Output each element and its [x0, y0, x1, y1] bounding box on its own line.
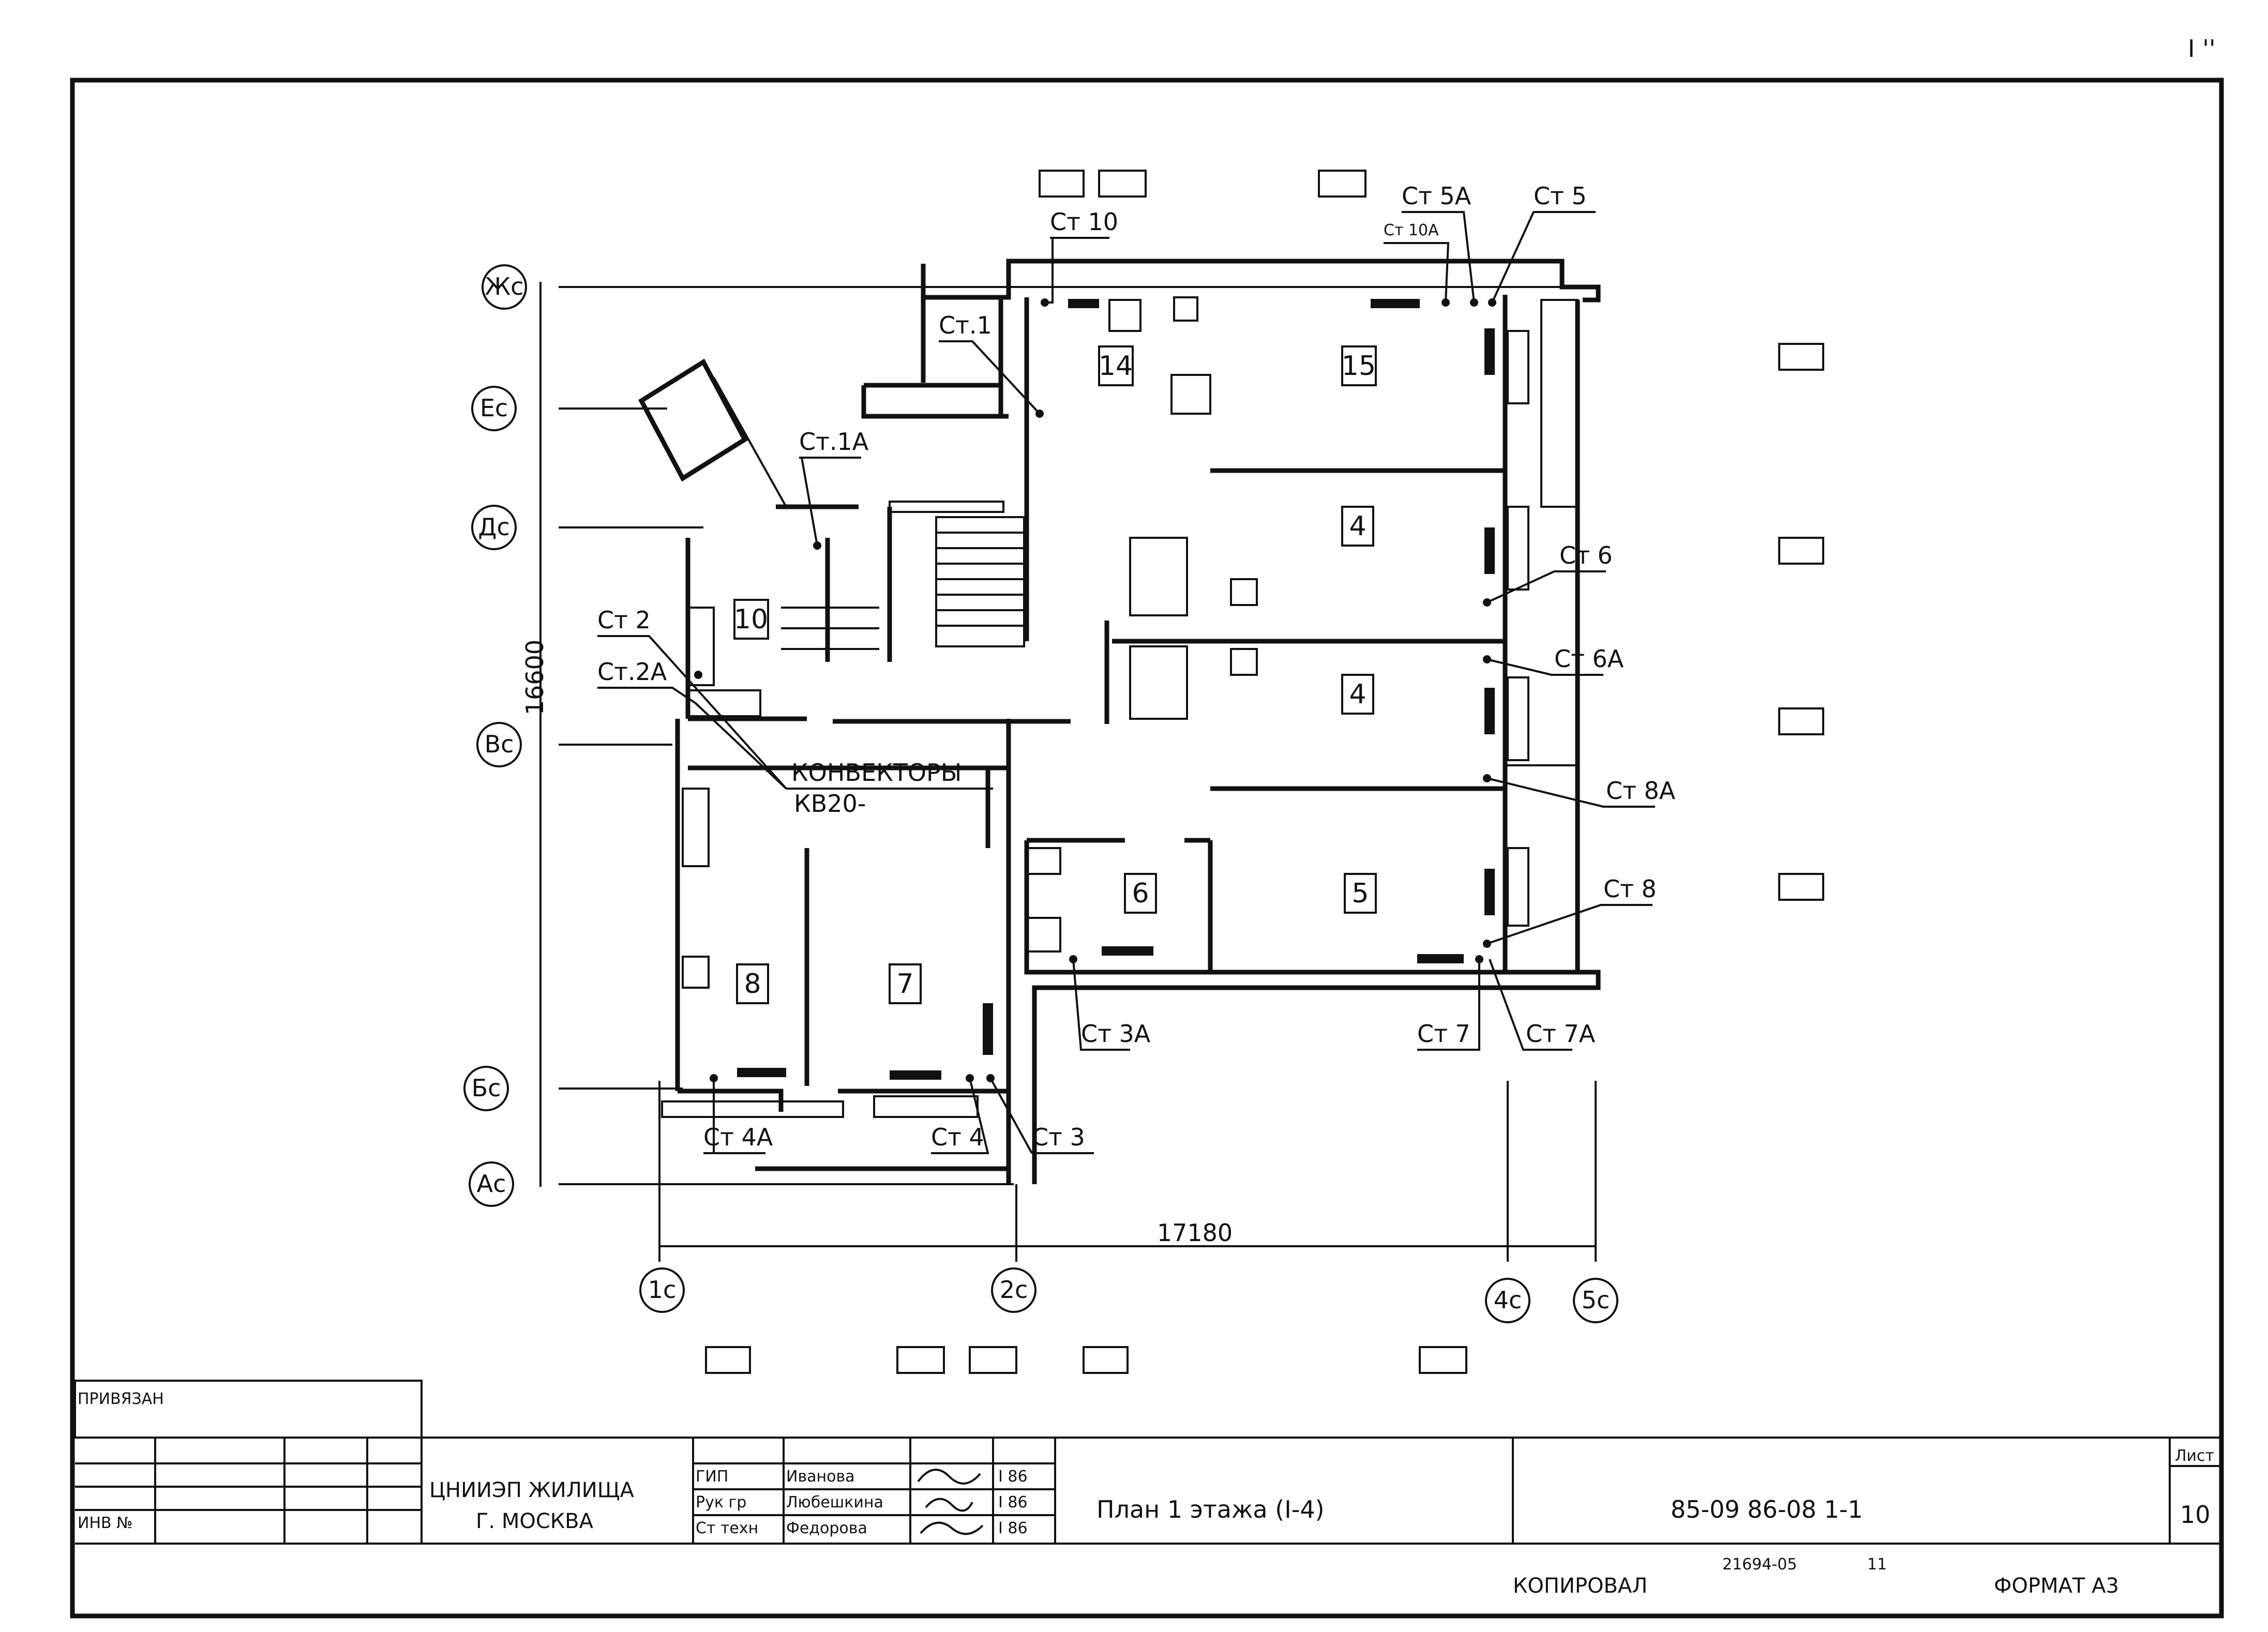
convectors-note-line1: КОНВЕКТОРЫ [791, 759, 962, 787]
axis-col-5: 5с [1582, 1286, 1610, 1314]
riser-st10a: Ст 10А [1384, 221, 1439, 239]
riser-st1: Ст.1 [939, 311, 992, 339]
room-labels: 14 15 10 4 4 6 5 8 7 [733, 345, 1377, 1004]
signature-2 [925, 1498, 973, 1512]
riser-st8a: Ст 8А [1606, 777, 1676, 805]
organization-name: ЦНИИЭП ЖИЛИЩА [429, 1478, 634, 1502]
room-6: 6 [1132, 878, 1149, 909]
riser-st6a: Ст 6А [1554, 645, 1624, 673]
riser-st5: Ст 5 [1534, 182, 1587, 210]
riser-st2: Ст 2 [597, 606, 651, 634]
sheet-number: 10 [2180, 1501, 2211, 1529]
sheet-frame [70, 78, 2224, 1619]
axis-row-v: Вс [485, 730, 514, 758]
riser-st10: Ст 10 [1050, 208, 1118, 236]
inv-label: ИНВ № [78, 1514, 132, 1532]
title-block: ПРИВЯЗАН ИНВ № ЦНИИЭП ЖИЛИЩА Г. МОСКВА Г… [74, 1380, 2221, 1545]
role-gip: ГИП [696, 1468, 728, 1486]
axis-row-b: Бс [472, 1074, 501, 1102]
axis-col-2: 2с [1000, 1276, 1028, 1304]
width-dimension: 17180 [1157, 1219, 1233, 1247]
room-4-upper: 4 [1349, 511, 1366, 542]
role-tech: Ст техн [696, 1519, 758, 1537]
axis-col-1: 1с [648, 1276, 677, 1304]
building-walls [638, 259, 1601, 1184]
riser-st4: Ст 4 [931, 1123, 984, 1151]
riser-st8: Ст 8 [1603, 875, 1657, 903]
signature-1 [917, 1469, 981, 1485]
plumbing-fixtures [682, 296, 1258, 989]
room-10: 10 [734, 604, 768, 635]
name-lyubeshkina: Любешкина [786, 1493, 883, 1512]
room-15: 15 [1342, 351, 1376, 382]
window-markers [705, 170, 1824, 1374]
riser-st2a: Ст.2А [597, 658, 667, 686]
row-axis-bubbles: Жс Ес Дс Вс Бс Ас [463, 264, 527, 1207]
date-2: I 86 [998, 1493, 1028, 1512]
riser-st1a: Ст.1А [799, 428, 869, 456]
copied-number: 21694-05 [1722, 1555, 1797, 1574]
riser-st5a: Ст 5А [1402, 182, 1471, 210]
axis-row-a: Ас [477, 1170, 506, 1198]
drawing-code: 85-09 86-08 1-1 [1671, 1495, 1863, 1523]
convectors-note-line2: КВ20- [794, 790, 866, 818]
room-14: 14 [1099, 351, 1133, 382]
riser-st7: Ст 7 [1417, 1020, 1470, 1048]
room-7: 7 [896, 969, 913, 1000]
organization-city: Г. МОСКВА [476, 1509, 594, 1533]
room-8: 8 [744, 969, 761, 1000]
format-label: ФОРМАТ А3 [1994, 1574, 2119, 1598]
privyazan-label: ПРИВЯЗАН [78, 1390, 164, 1408]
axis-lines [539, 282, 1598, 1262]
height-dimension: 16600 [521, 640, 549, 715]
name-ivanova: Иванова [786, 1468, 855, 1486]
sheet-mark: I '' [2188, 35, 2215, 63]
name-fedorova: Федорова [786, 1519, 867, 1537]
room-4-lower: 4 [1349, 679, 1366, 710]
date-3: I 86 [998, 1519, 1028, 1537]
copied-number-2: 11 [1867, 1555, 1887, 1574]
signature-3 [920, 1521, 984, 1535]
axis-row-zh: Жс [485, 273, 524, 300]
date-1: I 86 [998, 1468, 1028, 1486]
riser-st7a: Ст 7А [1526, 1020, 1596, 1048]
axis-row-d: Дс [478, 513, 509, 541]
radiators [737, 299, 1495, 1080]
riser-st6: Ст 6 [1559, 541, 1613, 569]
column-axis-bubbles: 1с 2с 4с 5с [639, 1267, 1618, 1323]
drawing-title: План 1 этажа (I-4) [1097, 1495, 1325, 1523]
room-5: 5 [1351, 878, 1369, 909]
axis-row-e: Ес [480, 394, 508, 422]
riser-st3a: Ст 3А [1081, 1020, 1151, 1048]
role-ruk: Рук гр [696, 1493, 746, 1512]
riser-st4a: Ст 4А [703, 1123, 773, 1151]
sheet-label: Лист [2175, 1447, 2214, 1465]
copied-label: КОПИРОВАЛ [1513, 1574, 1647, 1598]
riser-labels: Ст 10 Ст 5А Ст 10А Ст 5 Ст.1 Ст.1А Ст 6 … [597, 182, 1676, 1154]
riser-st3: Ст 3 [1032, 1123, 1085, 1151]
axis-col-4: 4с [1494, 1286, 1522, 1314]
